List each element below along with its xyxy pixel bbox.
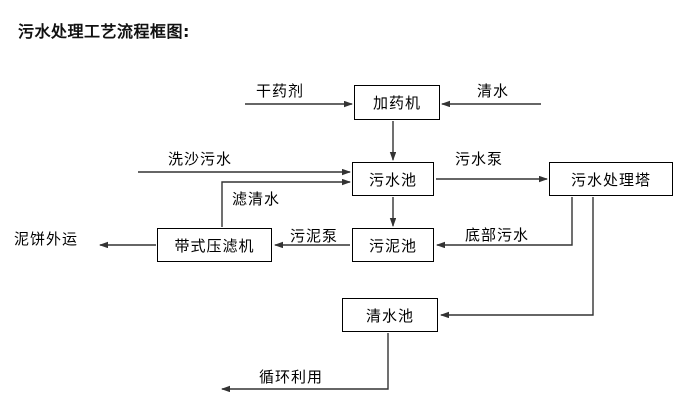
- node-label: 清水池: [365, 306, 414, 325]
- node-clean-water-pool[interactable]: 清水池: [342, 298, 438, 332]
- edge-label-bottom-sewage: 底部污水: [465, 226, 530, 244]
- edge-label-recycle-reuse: 循环利用: [259, 368, 324, 386]
- node-belt-filter-press[interactable]: 带式压滤机: [157, 228, 272, 262]
- node-label: 加药机: [372, 94, 421, 112]
- node-label: 污水池: [368, 170, 417, 189]
- page-title: 污水处理工艺流程框图:: [18, 22, 190, 41]
- edge-tower-to-sludge-pool: [436, 197, 573, 249]
- node-label: 污泥池: [368, 236, 417, 255]
- node-label: 污水处理塔: [570, 170, 651, 189]
- edge-label-sludge-pump: 污泥泵: [290, 227, 339, 245]
- edge-label-filtered-water: 滤清水: [232, 190, 281, 208]
- terminal-label-clean-water-in: 清水: [477, 82, 510, 100]
- node-wastewater-pool[interactable]: 污水池: [352, 162, 434, 196]
- edge-label-sewage-pump: 污水泵: [455, 150, 504, 168]
- terminal-label-mud-cake-out: 泥饼外运: [14, 230, 79, 248]
- edge-clean-water-pool-to-recycle: [221, 333, 389, 393]
- node-dosing-machine[interactable]: 加药机: [354, 85, 440, 120]
- terminal-label-sand-wash-water: 洗沙污水: [168, 150, 233, 168]
- edge-tower-to-clean-water-pool: [440, 197, 594, 319]
- edge-press-to-wastewater-pool: [221, 178, 351, 227]
- node-treatment-tower[interactable]: 污水处理塔: [549, 162, 673, 196]
- node-label: 带式压滤机: [174, 236, 255, 255]
- node-sludge-pool[interactable]: 污泥池: [352, 228, 434, 262]
- terminal-label-dry-chemical: 干药剂: [256, 82, 305, 100]
